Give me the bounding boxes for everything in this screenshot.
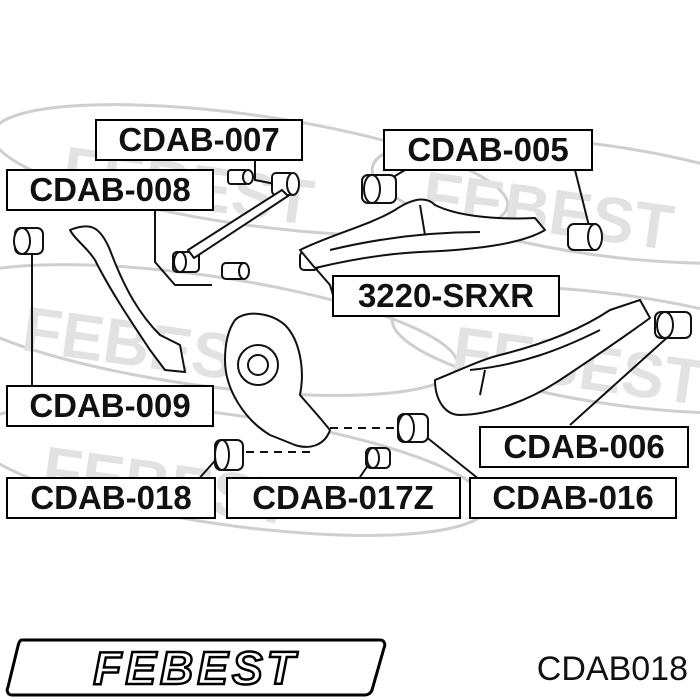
bushing-005-right [567,223,603,251]
label-3220-srxr: 3220-SRXR [332,275,560,317]
arm-trailing-009 [69,225,186,373]
arm-upper-detail [329,204,481,251]
knuckle-hub-inner [247,354,269,376]
leader-cdab-008 [154,207,212,286]
label-cdab-008-text: CDAB-008 [29,171,190,208]
knuckle [224,312,331,448]
part-number: CDAB018 [537,650,688,688]
leader-cdab-005b [574,169,591,231]
label-cdab-006: CDAB-006 [479,426,689,468]
bushing-007-small [227,169,254,185]
label-cdab-017z-text: CDAB-017Z [252,479,434,516]
label-cdab-016: CDAB-016 [469,477,677,519]
logo-text: FEBEST [93,642,298,694]
label-cdab-009-text: CDAB-009 [29,387,190,424]
arm-lower-006 [434,299,651,416]
bushing-005-left [361,174,397,204]
logo-outline [5,638,387,697]
leader-cdab-006 [569,334,671,426]
part-labels: CDAB-007 CDAB-005 CDAB-008 3220-SRXR CDA… [6,119,689,519]
bushing-007-large [271,172,300,196]
bushings [13,169,692,471]
label-cdab-009: CDAB-009 [6,385,214,427]
label-cdab-008: CDAB-008 [6,169,214,211]
febest-logo: FEBEST [5,638,387,697]
arm-lower-detail [469,329,601,396]
bushing-008-b [221,262,250,280]
label-cdab-016-text: CDAB-016 [492,479,653,516]
label-cdab-005-text: CDAB-005 [407,131,568,168]
bushing-006 [654,311,692,339]
label-cdab-006-text: CDAB-006 [503,428,664,465]
bushing-009-left [13,227,44,255]
bushing-017z [365,447,391,469]
control-arms [69,189,651,448]
label-3220-srxr-text: 3220-SRXR [358,277,534,314]
arm-rod-008 [187,189,289,259]
label-cdab-005: CDAB-005 [383,129,593,171]
bushing-018 [214,439,244,471]
label-cdab-007: CDAB-007 [95,119,303,161]
label-cdab-007-text: CDAB-007 [118,121,279,158]
label-cdab-017z: CDAB-017Z [226,477,461,519]
label-cdab-018-text: CDAB-018 [30,479,191,516]
label-cdab-018: CDAB-018 [6,477,216,519]
bushing-016 [397,413,429,443]
